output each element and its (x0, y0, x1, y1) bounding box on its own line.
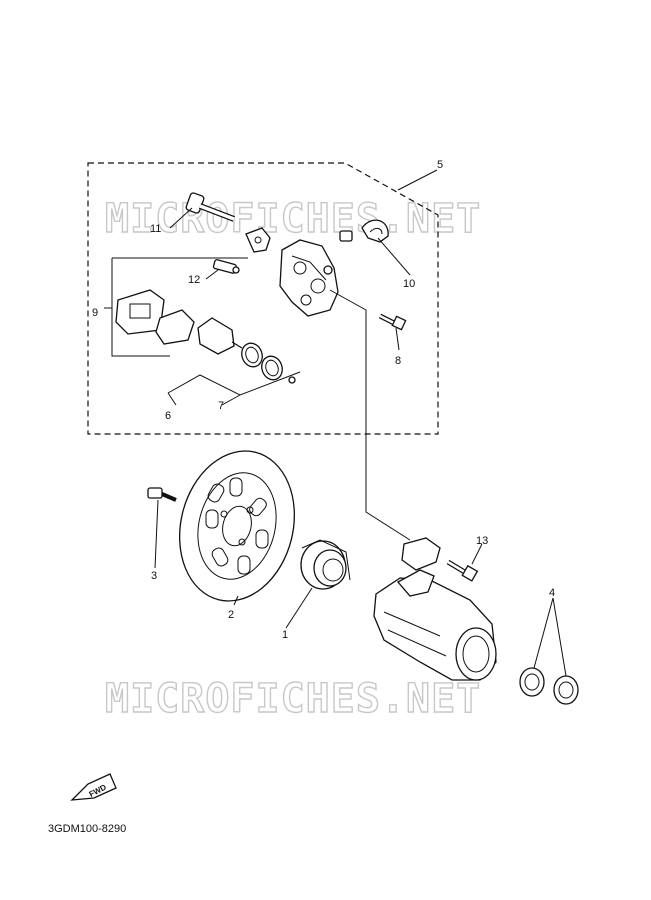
watermark-bottom: MICROFICHES.NET (105, 676, 481, 722)
disc-bolt-part (147, 487, 177, 502)
caliper-bolt-part (185, 192, 236, 222)
callout-3: 3 (151, 570, 157, 582)
callout-12: 12 (188, 274, 200, 286)
axle-housing-part (373, 537, 497, 681)
piston-seals-part (241, 342, 296, 384)
callout-7: 7 (218, 400, 224, 412)
callout-4: 4 (549, 587, 555, 599)
callout-11: 11 (150, 223, 161, 235)
bleed-screw-part (212, 259, 240, 274)
callout-10: 10 (403, 278, 415, 290)
callout-2: 2 (228, 609, 234, 621)
callout-13: 13 (476, 535, 488, 547)
caliper-leader (329, 289, 411, 541)
bolt-8-part (378, 313, 407, 331)
forward-arrow-icon: FWD (70, 773, 117, 801)
leader-lines (154, 169, 567, 677)
caliper-piston-part (197, 317, 243, 355)
callout-5: 5 (437, 159, 443, 171)
caliper-body-part (279, 239, 339, 317)
group-9-bracket (104, 257, 248, 357)
brake-pads-part (115, 289, 195, 345)
hub-part (300, 539, 351, 590)
pad-clip-part (339, 219, 389, 243)
callout-6: 6 (165, 410, 171, 422)
watermark-top: MICROFICHES.NET (105, 196, 481, 242)
caliper-assembly-boundary (87, 162, 439, 435)
reference-code: 3GDM100-8290 (48, 823, 126, 835)
caliper-bracket-part (245, 227, 271, 253)
callout-8: 8 (395, 355, 401, 367)
callout-1: 1 (282, 629, 288, 641)
lock-nuts-part (519, 667, 579, 705)
callout-9: 9 (92, 307, 98, 319)
bolt-13-part (446, 559, 479, 582)
group-6-bracket (167, 371, 301, 406)
brake-disc-part (178, 450, 296, 602)
